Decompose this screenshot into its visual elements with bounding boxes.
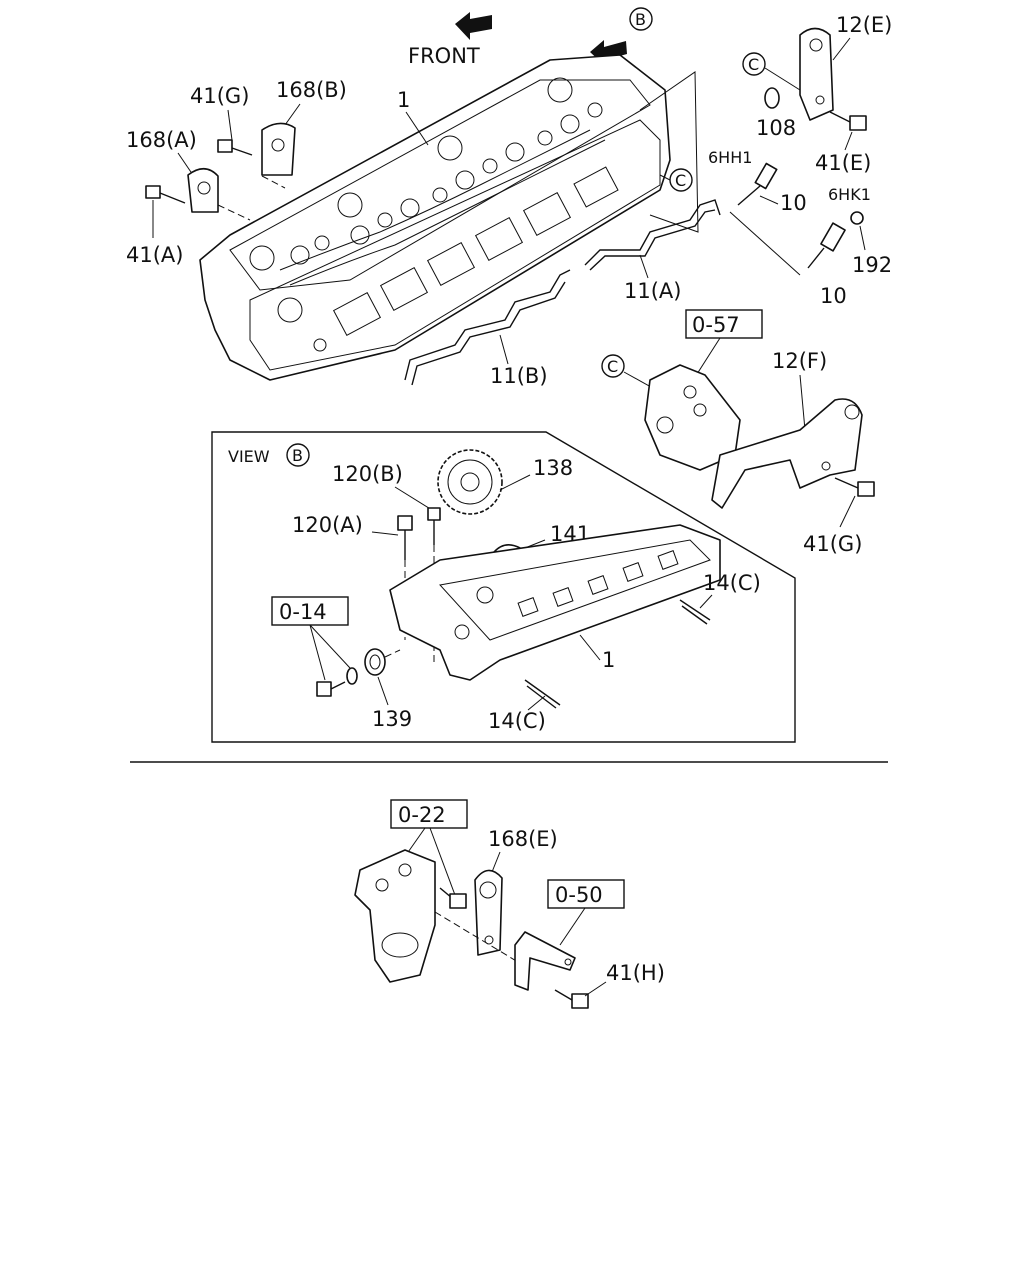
bolt-41a-icon	[145, 185, 186, 204]
label-6hk1: 6HK1	[828, 185, 871, 204]
nut-192-icon	[850, 211, 864, 225]
ref-box-0-22: 0-22	[390, 799, 468, 829]
label-part-41h: 41(H)	[606, 961, 665, 985]
svg-text:0-14: 0-14	[279, 600, 327, 624]
cylinder-head	[199, 54, 671, 381]
bolt-41h-icon	[554, 989, 589, 1009]
glow-plug-6hh1-icon	[737, 162, 778, 206]
view-b-marker: B	[629, 7, 653, 31]
harness-11a-icon	[584, 199, 721, 271]
c-marker-head: C	[669, 168, 693, 192]
bolt-120b-icon	[427, 507, 441, 545]
svg-text:C: C	[607, 357, 618, 376]
mount-bottom-icon	[354, 849, 436, 983]
svg-text:0-57: 0-57	[692, 313, 740, 337]
front-arrow-icon	[455, 12, 492, 40]
label-6hh1: 6HH1	[708, 148, 752, 167]
bolt-41e-icon	[829, 111, 867, 131]
bracket-12e-icon	[799, 27, 834, 121]
svg-text:B: B	[635, 10, 646, 29]
label-part-12e: 12(E)	[836, 13, 892, 37]
seal-139-icon	[364, 648, 386, 676]
label-part-11b: 11(B)	[490, 364, 548, 388]
bracket-168b-icon	[261, 122, 296, 176]
label-part-41a: 41(A)	[126, 243, 183, 267]
ref-box-0-50: 0-50	[547, 879, 625, 909]
svg-text:C: C	[748, 55, 759, 74]
label-part-41g-top: 41(G)	[190, 84, 249, 108]
c-marker-top: C	[742, 52, 766, 76]
view-b-title: VIEW B	[228, 443, 310, 467]
label-part-11a: 11(A)	[624, 279, 681, 303]
label-part-138: 138	[533, 456, 573, 480]
label-part-168b: 168(B)	[276, 78, 347, 102]
label-part-120b: 120(B)	[332, 462, 403, 486]
svg-text:0-22: 0-22	[398, 803, 446, 827]
c-marker-bracket: C	[601, 354, 625, 378]
bolt-41g-right-icon	[834, 477, 875, 497]
label-part-1-view: 1	[602, 648, 615, 672]
label-part-14c-right: 14(C)	[703, 571, 761, 595]
ref-box-0-57: 0-57	[685, 309, 763, 339]
label-part-41e: 41(E)	[815, 151, 871, 175]
bolt-120a-icon	[397, 515, 413, 560]
label-part-1-top: 1	[397, 88, 410, 112]
label-part-168e: 168(E)	[488, 827, 558, 851]
label-part-10-upper: 10	[780, 191, 807, 215]
svg-text:C: C	[675, 171, 686, 190]
bracket-168e-icon	[474, 869, 503, 956]
label-part-120a: 120(A)	[292, 513, 363, 537]
harness-11b-icon	[404, 269, 571, 386]
svg-text:B: B	[292, 446, 303, 465]
label-part-41g-right: 41(G)	[803, 532, 862, 556]
front-label: FRONT	[408, 44, 480, 68]
bolt-0-22-icon	[439, 887, 467, 909]
cylinder-head-side-view	[389, 524, 721, 681]
label-part-12f: 12(F)	[772, 349, 827, 373]
label-part-10-lower: 10	[820, 284, 847, 308]
glow-plug-6hk1-icon	[807, 222, 846, 269]
label-part-139: 139	[372, 707, 412, 731]
stud-14c-bottom-icon	[524, 679, 561, 709]
bracket-0-50-icon	[514, 931, 576, 991]
washer-108-icon	[764, 87, 780, 109]
view-b-frame	[211, 431, 796, 743]
label-part-14c-bottom: 14(C)	[488, 709, 546, 733]
washer-0-14-icon	[346, 667, 358, 685]
bracket-12f-icon	[711, 398, 863, 509]
label-part-168a: 168(A)	[126, 128, 197, 152]
label-part-108: 108	[756, 116, 796, 140]
svg-text:0-50: 0-50	[555, 883, 603, 907]
gear-138-icon	[437, 449, 503, 515]
ref-box-0-14: 0-14	[271, 596, 349, 626]
label-part-192: 192	[852, 253, 892, 277]
bracket-168a-icon	[187, 167, 219, 213]
bolt-41g-top-icon	[217, 139, 253, 156]
bolt-0-14-icon	[316, 681, 346, 697]
stud-14c-right-icon	[679, 599, 711, 625]
svg-text:VIEW: VIEW	[228, 447, 270, 466]
